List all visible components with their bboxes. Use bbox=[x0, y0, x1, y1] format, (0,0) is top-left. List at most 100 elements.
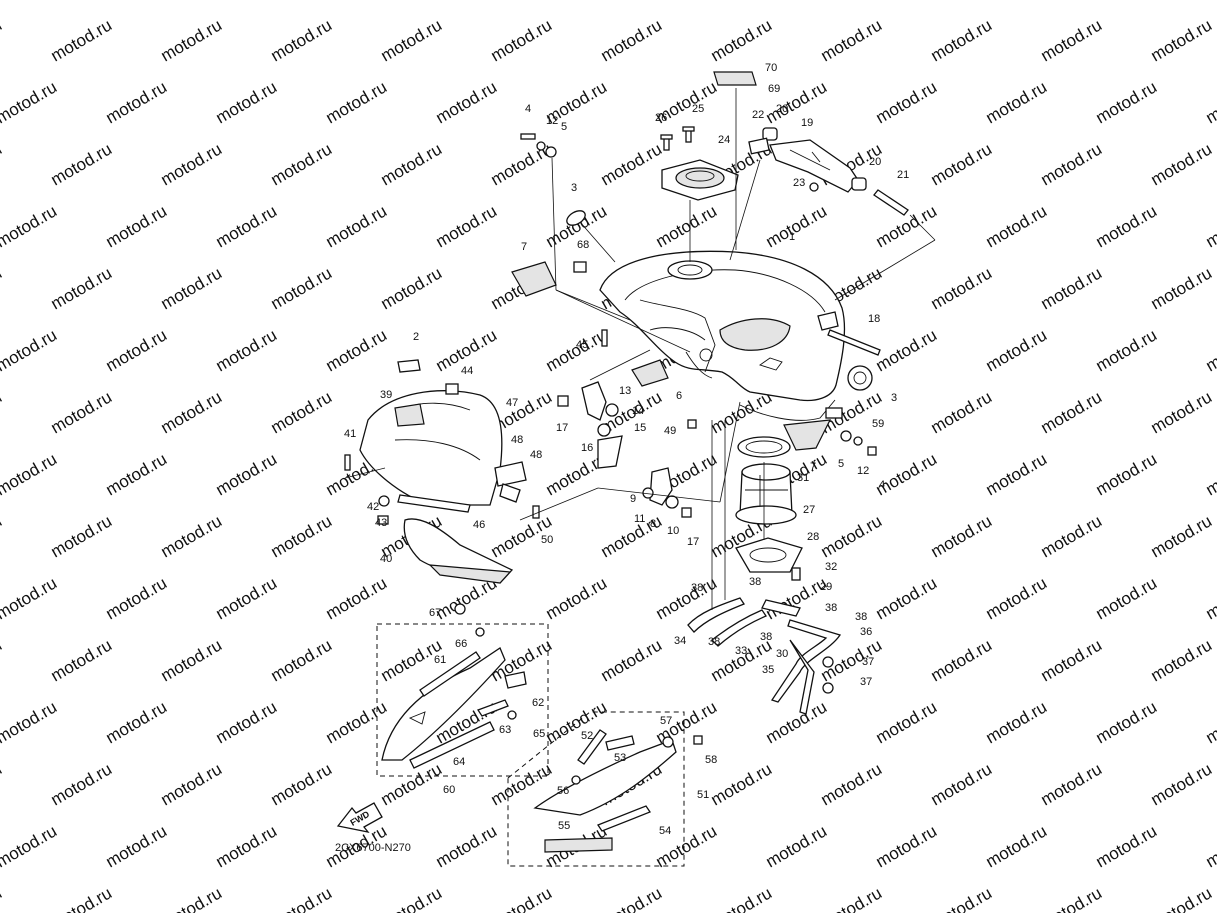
caution-label bbox=[713, 71, 757, 86]
watermark-text: motod.ru bbox=[1038, 139, 1106, 189]
part-number-58: 58 bbox=[705, 754, 717, 766]
watermark-text: motod.ru bbox=[598, 883, 666, 913]
watermark-text: motod.ru bbox=[928, 263, 996, 313]
watermark-text: motod.ru bbox=[1093, 77, 1161, 127]
watermark-text: motod.ru bbox=[1148, 263, 1216, 313]
part-number-68: 68 bbox=[577, 239, 589, 251]
watermark-text: motod.ru bbox=[213, 821, 281, 871]
watermark-text: motod.ru bbox=[48, 759, 116, 809]
panel-40 bbox=[403, 518, 514, 584]
diagram-code: 2CX6700-N270 bbox=[335, 842, 411, 854]
watermark-text: motod.ru bbox=[1093, 0, 1161, 3]
watermark-text: motod.ru bbox=[213, 0, 281, 3]
part-number-20: 20 bbox=[776, 103, 788, 115]
watermark-text: motod.ru bbox=[323, 697, 391, 747]
part-number-32: 32 bbox=[825, 561, 837, 573]
part-number-30: 30 bbox=[776, 648, 788, 660]
watermark-text: motod.ru bbox=[1038, 511, 1106, 561]
watermark-text: motod.ru bbox=[983, 0, 1051, 3]
watermark-text: motod.ru bbox=[983, 821, 1051, 871]
watermark-text: motod.ru bbox=[1093, 201, 1161, 251]
part-number-37: 37 bbox=[862, 656, 874, 668]
watermark-text: motod.ru bbox=[873, 697, 941, 747]
watermark-text: motod.ru bbox=[1038, 387, 1106, 437]
strip-46 bbox=[397, 494, 471, 513]
watermark-text: motod.ru bbox=[323, 0, 391, 3]
watermark-text: motod.ru bbox=[213, 697, 281, 747]
watermark-text: motod.ru bbox=[708, 883, 776, 913]
clip-44 bbox=[445, 383, 459, 395]
watermark-text: motod.ru bbox=[873, 325, 941, 375]
part-number-11: 11 bbox=[634, 513, 645, 525]
watermark-text: motod.ru bbox=[48, 883, 116, 913]
part-number-31: 31 bbox=[797, 472, 809, 484]
part-number-46: 46 bbox=[473, 519, 485, 531]
watermark-text: motod.ru bbox=[213, 77, 281, 127]
watermark-text: motod.ru bbox=[323, 573, 391, 623]
part-number-23: 23 bbox=[793, 177, 805, 189]
watermark-text: motod.ru bbox=[873, 449, 941, 499]
watermark-text: motod.ru bbox=[103, 697, 171, 747]
part-number-17: 17 bbox=[687, 536, 699, 548]
watermark-text: motod.ru bbox=[433, 201, 501, 251]
watermark-text: motod.ru bbox=[268, 883, 336, 913]
bolt-41 bbox=[344, 454, 351, 471]
part-number-37: 37 bbox=[860, 676, 872, 688]
watermark-text: motod.ru bbox=[1038, 759, 1106, 809]
watermark-text: motod.ru bbox=[928, 387, 996, 437]
watermark-text: motod.ru bbox=[0, 511, 5, 561]
watermark-text: motod.ru bbox=[818, 759, 886, 809]
watermark-text: motod.ru bbox=[158, 263, 226, 313]
watermark-text: motod.ru bbox=[818, 15, 886, 65]
watermark-text: motod.ru bbox=[1148, 883, 1216, 913]
cushion-right bbox=[783, 419, 832, 451]
panel-group-60 bbox=[381, 603, 527, 769]
watermark-text: motod.ru bbox=[708, 15, 776, 65]
part-number-60: 60 bbox=[443, 784, 455, 796]
fuel-pump bbox=[735, 436, 803, 581]
part-number-47: 47 bbox=[506, 397, 518, 409]
part-number-35: 35 bbox=[762, 664, 774, 676]
part-number-41: 41 bbox=[344, 428, 356, 440]
watermark-text: motod.ru bbox=[103, 325, 171, 375]
part-number-52: 52 bbox=[581, 730, 593, 742]
part-number-50: 50 bbox=[541, 534, 553, 546]
watermark-text: motod.ru bbox=[1148, 139, 1216, 189]
part-number-66: 66 bbox=[455, 638, 467, 650]
watermark-text: motod.ru bbox=[1038, 883, 1106, 913]
watermark-text: motod.ru bbox=[48, 15, 116, 65]
clip-43 bbox=[377, 515, 389, 525]
watermark-text: motod.ru bbox=[103, 449, 171, 499]
part-number-3: 3 bbox=[891, 392, 897, 404]
watermark-text: motod.ru bbox=[48, 387, 116, 437]
group-box-51 bbox=[507, 711, 685, 867]
watermark-text: motod.ru bbox=[928, 139, 996, 189]
watermark-text: motod.ru bbox=[543, 0, 611, 3]
watermark-text: motod.ru bbox=[1203, 697, 1217, 747]
part-number-28: 28 bbox=[807, 531, 819, 543]
watermark-text: motod.ru bbox=[0, 573, 60, 623]
watermark-text: motod.ru bbox=[818, 883, 886, 913]
bolt-50 bbox=[532, 505, 540, 519]
part-number-15: 15 bbox=[634, 422, 646, 434]
watermark-text: motod.ru bbox=[158, 635, 226, 685]
watermark-text: motod.ru bbox=[763, 821, 831, 871]
watermark-text: motod.ru bbox=[103, 573, 171, 623]
nut-42 bbox=[378, 495, 390, 507]
part-number-48: 48 bbox=[530, 449, 542, 461]
part-number-13: 13 bbox=[619, 385, 631, 397]
part-number-48: 48 bbox=[511, 434, 523, 446]
watermark-text: motod.ru bbox=[1093, 325, 1161, 375]
part-number-42: 42 bbox=[367, 501, 379, 513]
part-number-56: 56 bbox=[557, 785, 569, 797]
part-number-5: 5 bbox=[838, 458, 844, 470]
part-number-3: 3 bbox=[571, 182, 577, 194]
part-number-6: 6 bbox=[676, 390, 682, 402]
part-number-70: 70 bbox=[765, 62, 777, 74]
watermark-text: motod.ru bbox=[268, 511, 336, 561]
mount-brackets bbox=[557, 359, 697, 469]
grommet-top bbox=[566, 210, 586, 226]
side-cover-39 bbox=[359, 359, 503, 506]
part-number-59: 59 bbox=[872, 418, 884, 430]
watermark-text: motod.ru bbox=[48, 511, 116, 561]
